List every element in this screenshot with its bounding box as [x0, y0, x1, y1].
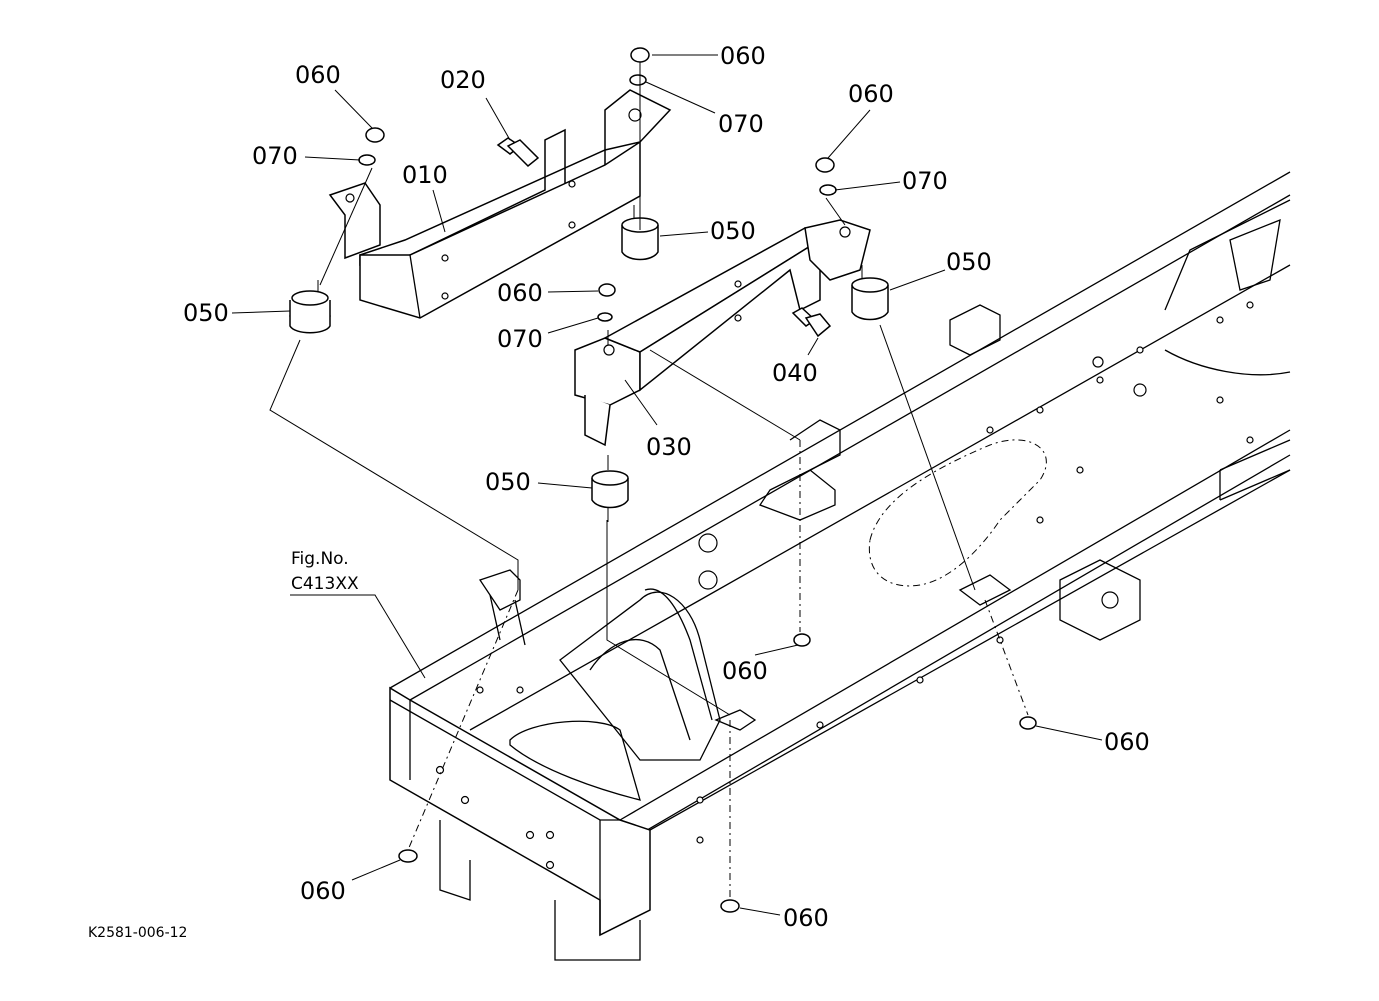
- callout-060-right: 060: [848, 80, 894, 108]
- callout-070-left: 070: [252, 142, 298, 170]
- callout-070-mid: 070: [497, 325, 543, 353]
- figure-reference: Fig.No. C413XX: [291, 549, 359, 594]
- callout-030: 030: [646, 433, 692, 461]
- callout-060-bottom-center: 060: [783, 904, 829, 932]
- callout-060-left: 060: [295, 61, 341, 89]
- nuts-and-washers: [358, 47, 1037, 913]
- callout-060-bottom-left: 060: [300, 877, 346, 905]
- callout-060-top: 060: [720, 42, 766, 70]
- callout-060-mid: 060: [497, 279, 543, 307]
- callout-060-frame: 060: [722, 657, 768, 685]
- figure-ref-line1: Fig.No.: [291, 549, 349, 569]
- callout-010: 010: [402, 161, 448, 189]
- figure-ref-line2: C413XX: [291, 574, 359, 594]
- callout-060-frame-right: 060: [1104, 728, 1150, 756]
- main-frame: [389, 171, 1291, 961]
- callout-020: 020: [440, 66, 486, 94]
- callout-070-right: 070: [902, 167, 948, 195]
- callout-050-right: 050: [946, 248, 992, 276]
- callout-050-low: 050: [485, 468, 531, 496]
- rubber-mount-050-left: [289, 280, 331, 334]
- bolt-020: [496, 137, 540, 168]
- frame-holes: [435, 301, 1254, 870]
- callout-050-left: 050: [183, 299, 229, 327]
- callout-050-center: 050: [710, 217, 756, 245]
- leader-lines: [231, 54, 1103, 916]
- bolt-040: [791, 307, 832, 338]
- callout-labels: 060 070 020 060 070 010 050 050 060 070 …: [183, 42, 1150, 932]
- callout-040: 040: [772, 359, 818, 387]
- bracket-030: [574, 219, 871, 447]
- rubber-mount-050-right: [851, 265, 889, 321]
- rubber-mount-050-low: [591, 455, 629, 522]
- assembly-lines: [269, 62, 1029, 900]
- callout-070-top: 070: [718, 110, 764, 138]
- drawing-code: K2581-006-12: [88, 925, 187, 941]
